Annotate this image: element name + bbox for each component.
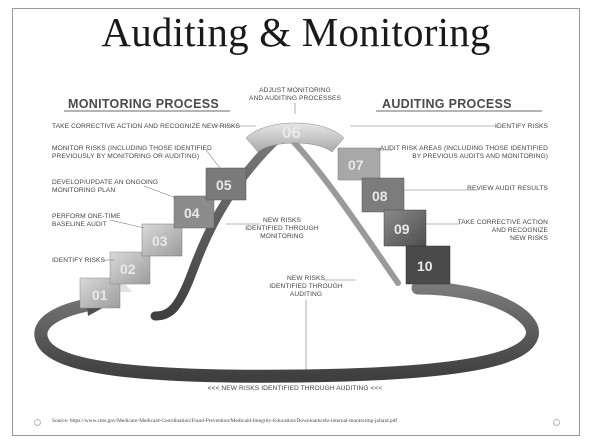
label-take-corrective-right-line3: NEW RISKS <box>510 235 548 242</box>
source-citation: Source: https://www.cms.gov/Medicare-Med… <box>52 418 398 424</box>
new-risks-auditing-line2: IDENTIFIED THROUGH <box>269 283 343 290</box>
label-take-corrective-right-line2: AND RECOGNIZE <box>492 227 549 234</box>
auditing-process-heading: AUDITING PROCESS <box>382 97 512 111</box>
label-take-corrective-action: TAKE CORRECTIVE ACTION AND RECOGNIZE NEW… <box>52 123 241 130</box>
adjust-label-line1: ADJUST MONITORING <box>259 87 331 94</box>
loop-arrow <box>34 281 539 383</box>
bullet-right-icon <box>553 419 560 426</box>
new-risks-monitoring-line2: IDENTIFIED THROUGH <box>245 225 319 232</box>
label-develop-plan-line2: MONITORING PLAN <box>52 187 115 194</box>
step-06: 06 <box>282 123 301 142</box>
step-03: 03 <box>152 233 168 249</box>
step-10: 10 <box>417 258 433 274</box>
bottom-loop-label: <<< NEW RISKS IDENTIFIED THROUGH AUDITIN… <box>208 385 383 392</box>
leader-perform <box>109 219 145 229</box>
monitoring-feedback-arrow <box>150 131 285 321</box>
label-perform-baseline-line2: BASELINE AUDIT <box>52 221 107 228</box>
auditing-monitoring-diagram: MONITORING PROCESS AUDITING PROCESS ADJU… <box>34 87 549 392</box>
label-take-corrective-right-line1: TAKE CORRECTIVE ACTION <box>458 219 549 226</box>
auditing-steps: 07 08 09 10 <box>337 147 451 285</box>
step-04: 04 <box>184 205 200 221</box>
step-01: 01 <box>92 287 108 303</box>
label-identify-risks-right: IDENTIFY RISKS <box>495 123 548 130</box>
step-05: 05 <box>216 177 232 193</box>
new-risks-monitoring-line1: NEW RISKS <box>263 217 301 224</box>
new-risks-auditing-line1: NEW RISKS <box>287 275 325 282</box>
label-monitor-risks-line2: PREVIOUSLY BY MONITORING OR AUDITING) <box>52 153 199 160</box>
auditing-feedback-arrow <box>285 133 401 286</box>
leader-develop <box>143 185 177 199</box>
monitoring-process-heading: MONITORING PROCESS <box>68 97 219 111</box>
label-audit-risk-areas-line2: BY PREVIOUS AUDITS AND MONITORING) <box>412 153 548 160</box>
top-step: 06 <box>245 122 345 153</box>
label-develop-plan-line1: DEVELOP/UPDATE AN ONGOING <box>52 179 158 186</box>
adjust-label-line2: AND AUDITING PROCESSES <box>249 95 341 102</box>
step-02: 02 <box>120 261 136 277</box>
new-risks-auditing-line3: AUDITING <box>290 291 322 298</box>
new-risks-monitoring-line3: MONITORING <box>260 233 304 240</box>
bullet-left-icon <box>34 419 41 426</box>
label-identify-risks-left: IDENTIFY RISKS <box>52 257 105 264</box>
label-review-audit-results: REVIEW AUDIT RESULTS <box>467 185 548 192</box>
label-monitor-risks-line1: MONITOR RISKS (INCLUDING THOSE IDENTIFIE… <box>52 145 212 152</box>
leader-monitor <box>205 149 221 169</box>
step-07: 07 <box>348 157 364 173</box>
step-08: 08 <box>372 188 388 204</box>
slide-title: Auditing & Monitoring <box>101 9 491 55</box>
label-audit-risk-areas-line1: AUDIT RISK AREAS (INCLUDING THOSE IDENTI… <box>380 145 548 152</box>
label-perform-baseline-line1: PERFORM ONE-TIME <box>52 213 121 220</box>
step-09: 09 <box>394 221 410 237</box>
monitoring-steps: 01 02 03 04 05 <box>79 167 247 309</box>
